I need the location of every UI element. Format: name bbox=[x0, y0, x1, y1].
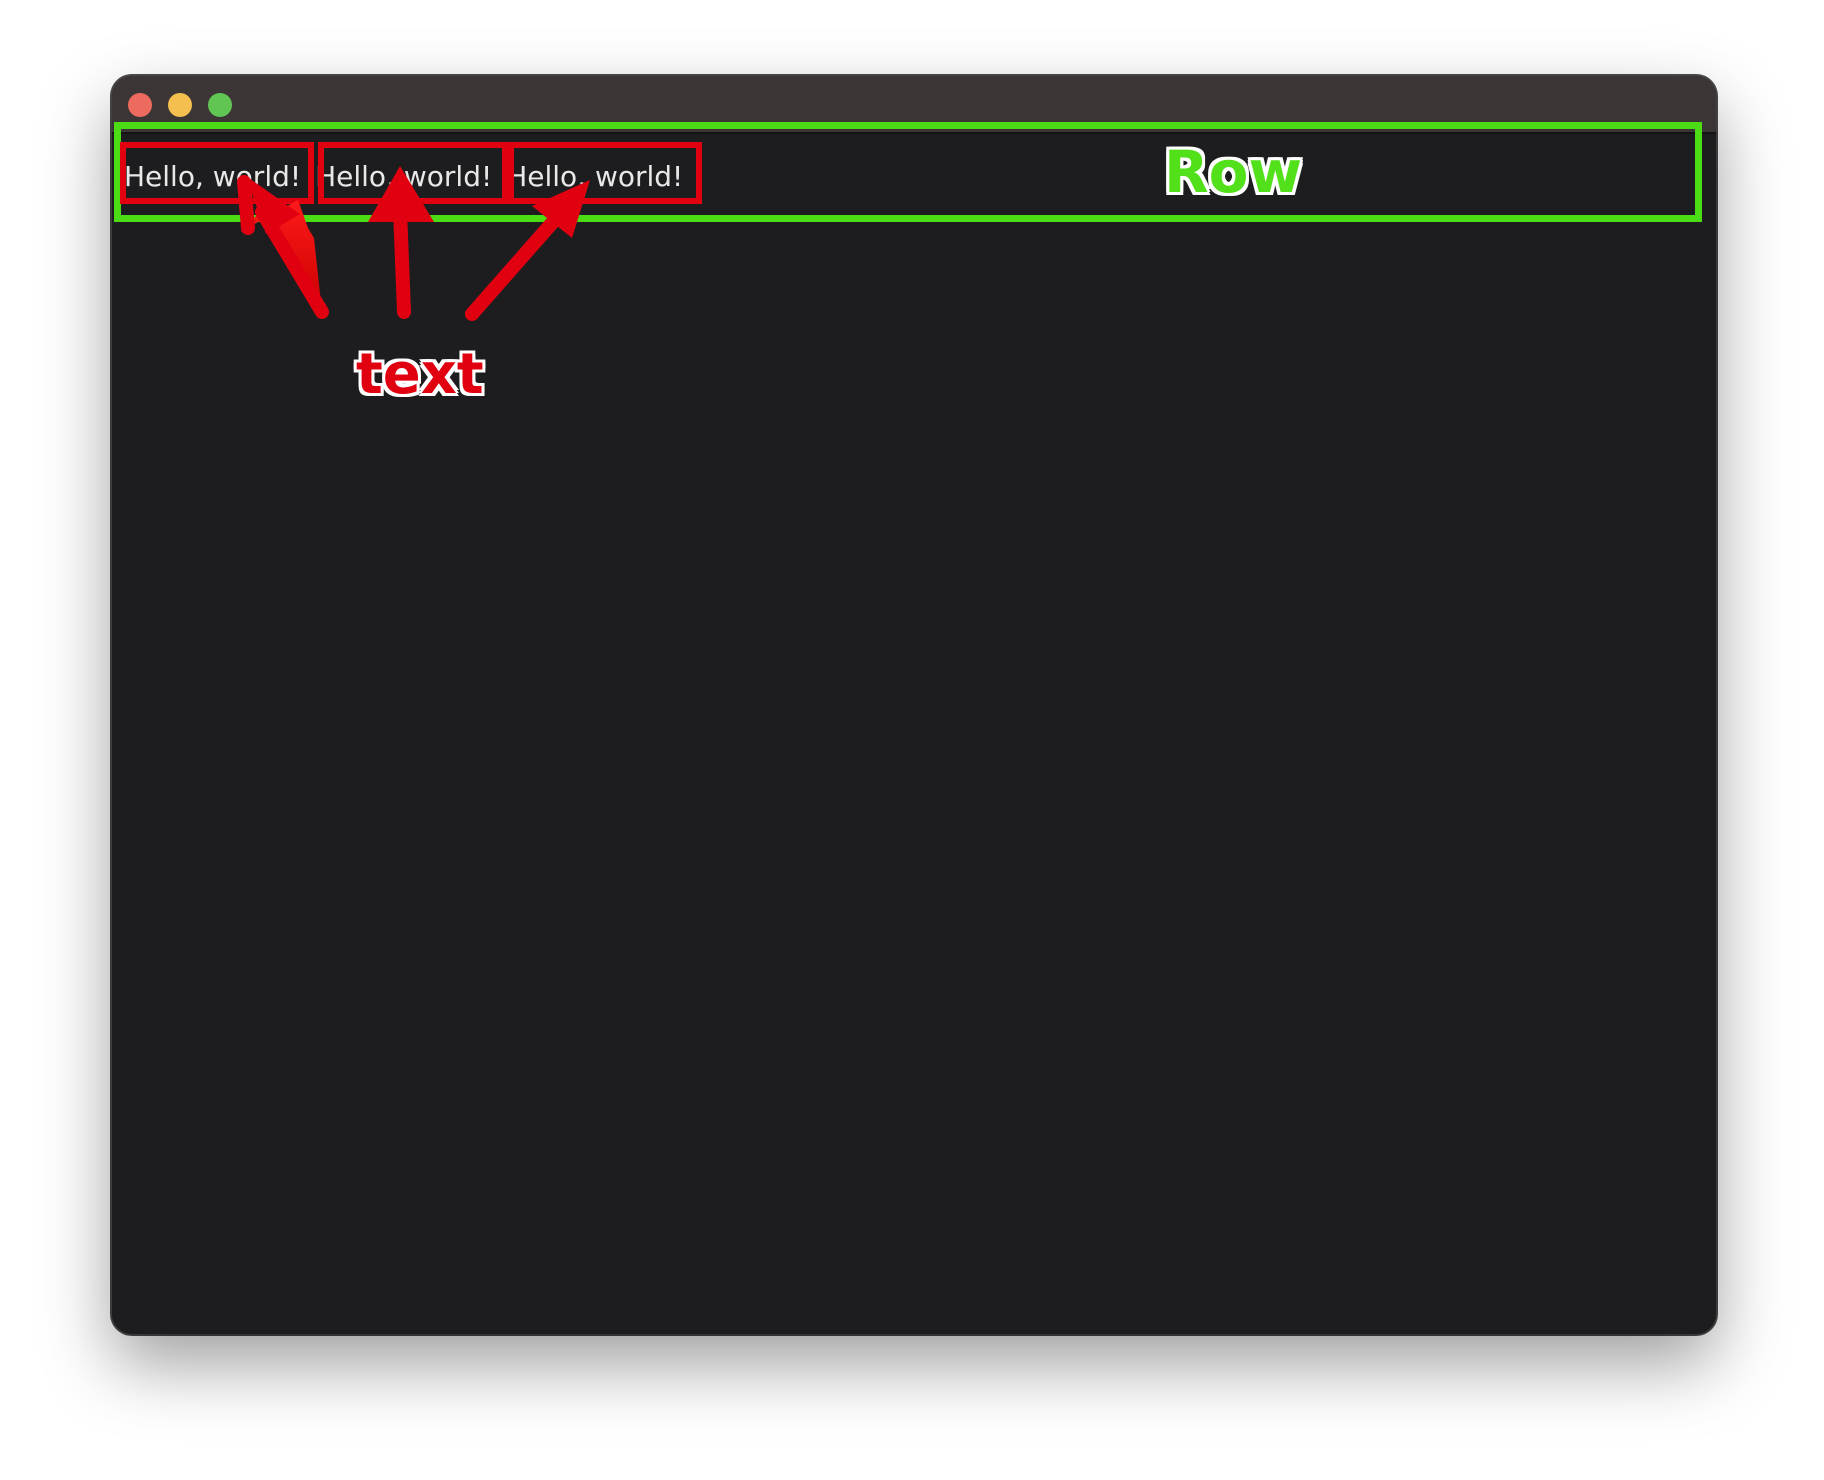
row-annotation-label: Row bbox=[1164, 138, 1303, 206]
text-annotation-box-3 bbox=[508, 142, 702, 204]
close-window-button[interactable] bbox=[128, 93, 152, 117]
text-annotation-label: text bbox=[356, 342, 484, 407]
text-annotation-box-1 bbox=[120, 142, 314, 204]
text-annotation-box-2 bbox=[318, 142, 508, 204]
row-annotation-box bbox=[114, 122, 1702, 222]
minimize-window-button[interactable] bbox=[168, 93, 192, 117]
app-window: Hello, world! Hello, world! Hello, world… bbox=[112, 76, 1716, 1334]
window-content: Hello, world! Hello, world! Hello, world… bbox=[112, 134, 1716, 1334]
row: Hello, world! Hello, world! Hello, world… bbox=[120, 134, 693, 220]
zoom-window-button[interactable] bbox=[208, 93, 232, 117]
